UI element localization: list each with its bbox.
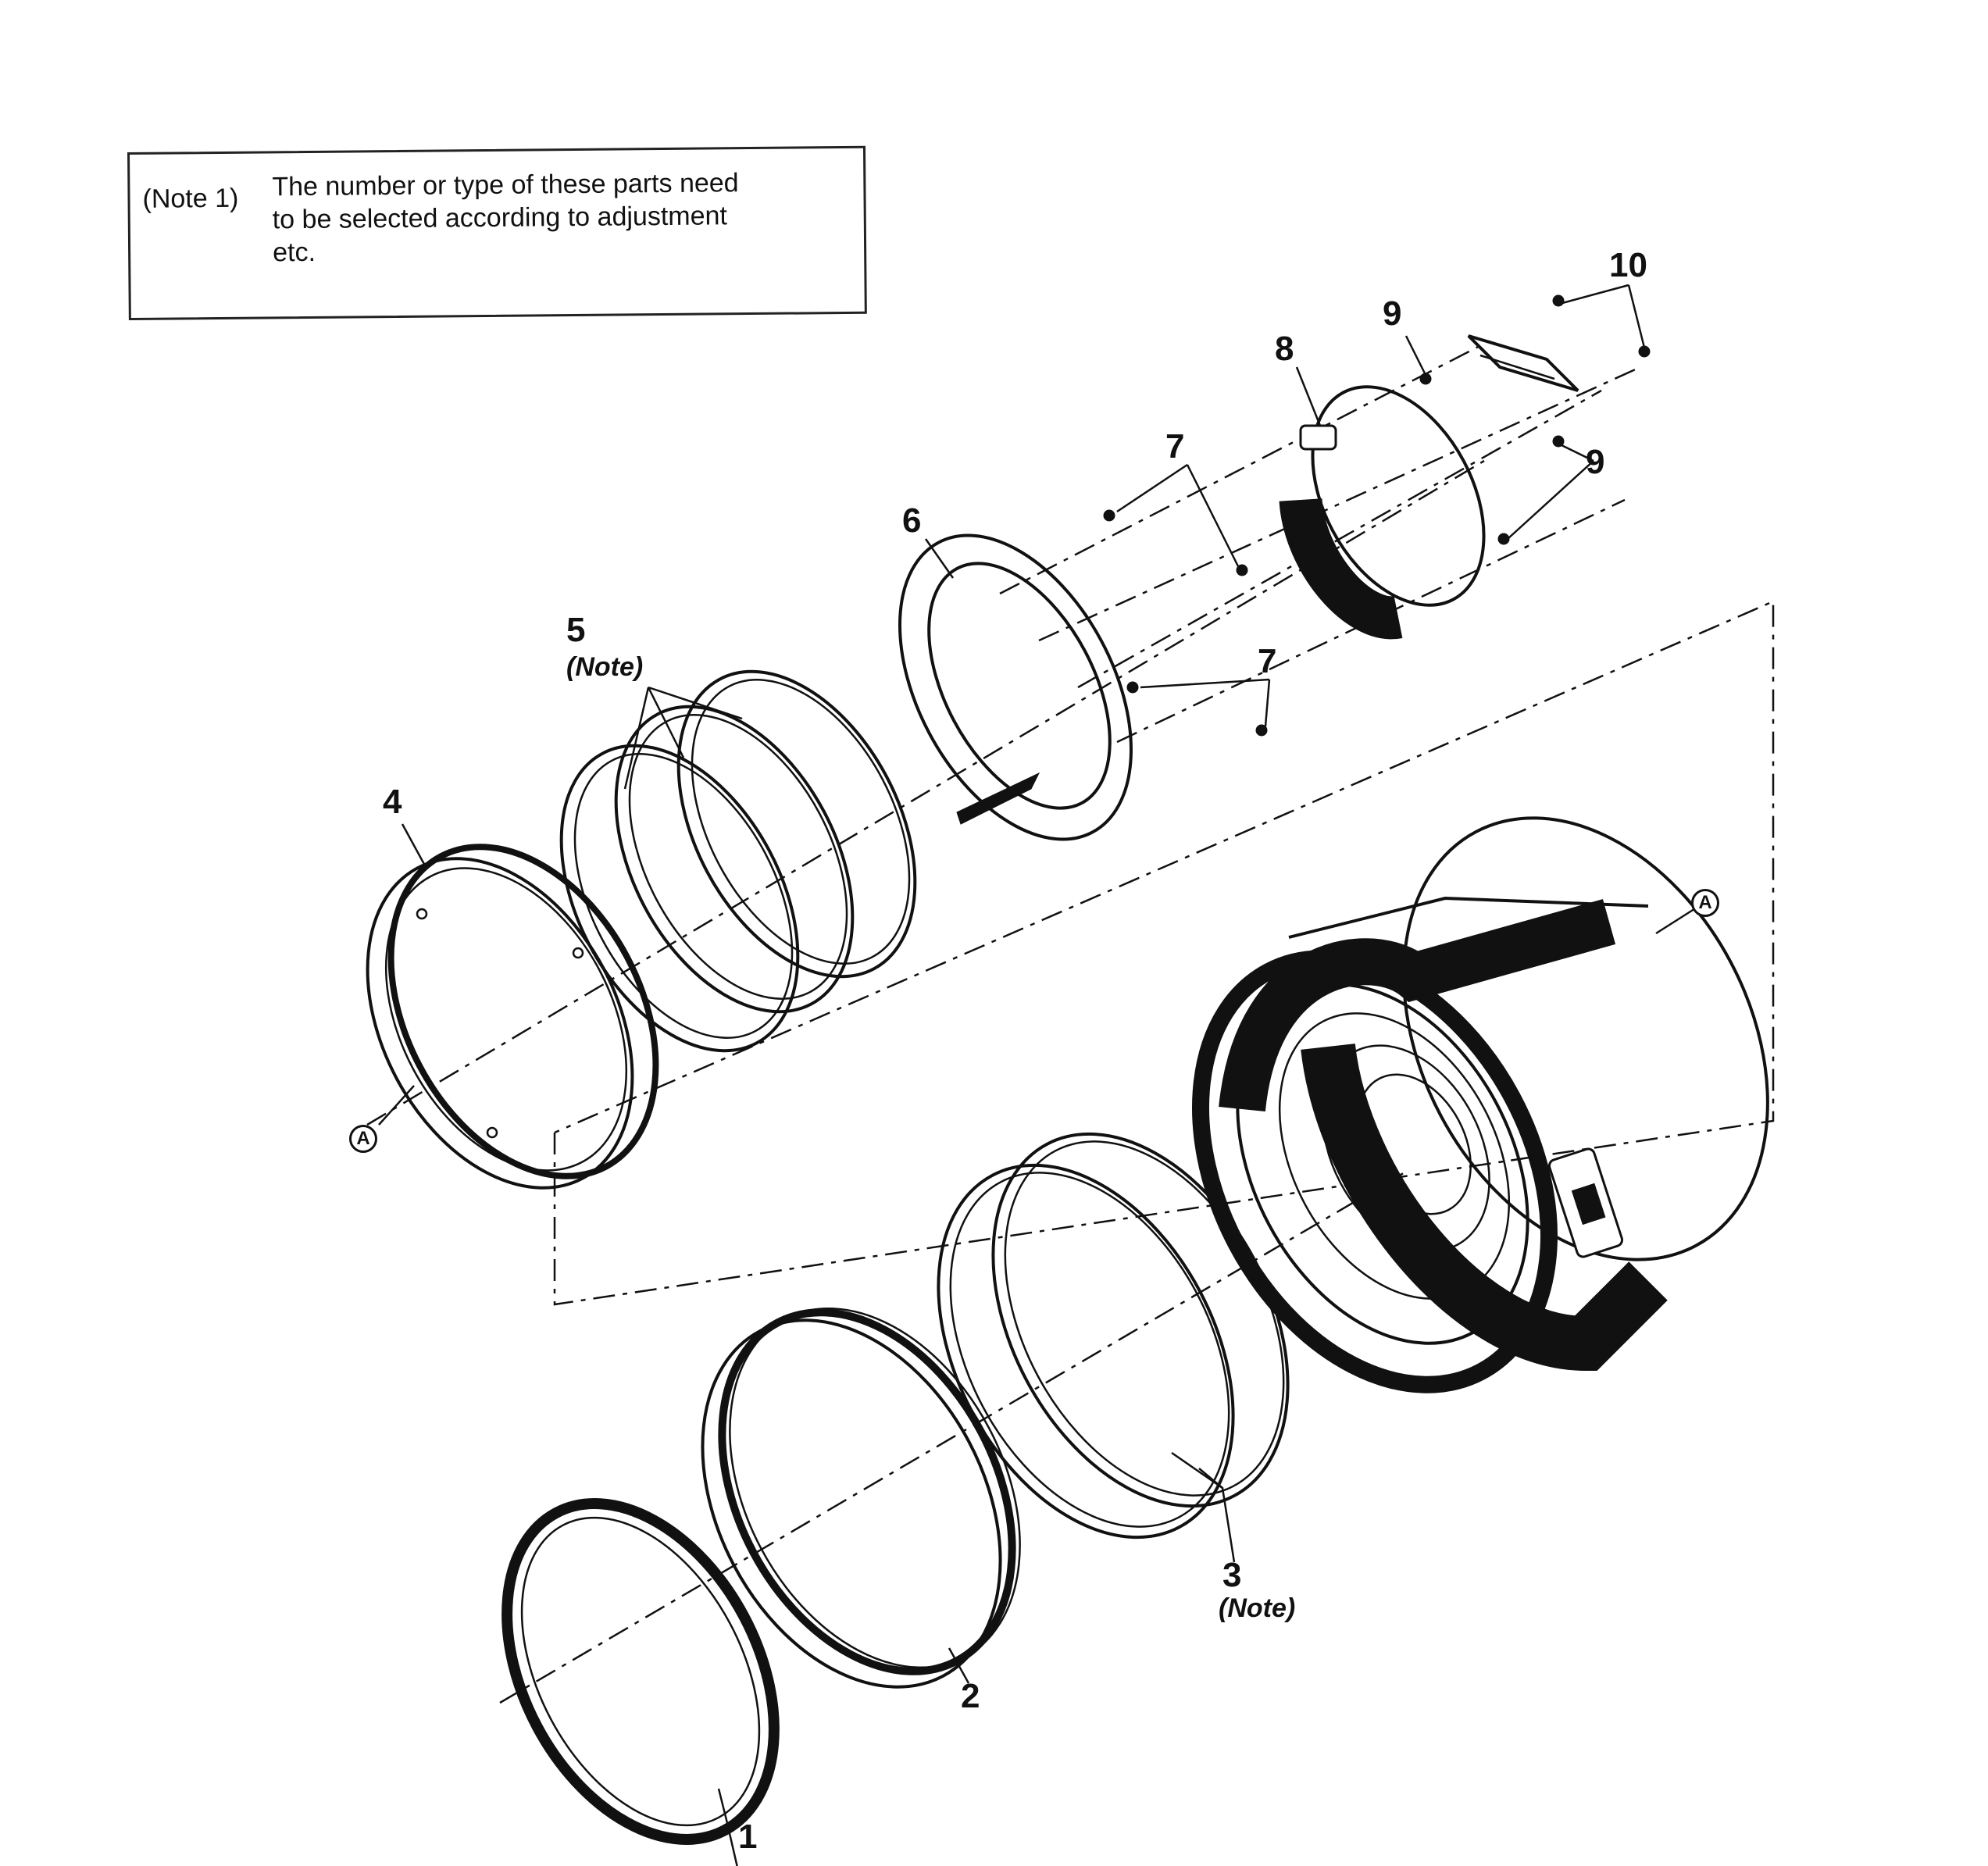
callout-part-10: 10 bbox=[1609, 246, 1647, 284]
lens-barrel-body bbox=[1192, 816, 1769, 1393]
note-tag: (Note 1) bbox=[142, 183, 239, 214]
note-text-line-2: to be selected according to adjustment bbox=[272, 201, 728, 235]
callout-part-3-note: (Note) bbox=[1219, 1593, 1296, 1623]
screw-9-upper bbox=[1419, 373, 1432, 385]
part-2-plate-ring bbox=[701, 1307, 1021, 1689]
part-1-front-ring bbox=[501, 1498, 780, 1845]
callout-part-4: 4 bbox=[383, 783, 402, 821]
part-5-spacer-rings bbox=[559, 669, 917, 1053]
screw-7-upper-a bbox=[1103, 509, 1115, 522]
part-4-mount-ring bbox=[366, 844, 659, 1190]
part-3-shim-rings bbox=[937, 1132, 1290, 1540]
callout-part-5-note: (Note) bbox=[566, 652, 644, 682]
part-8-rear-cylinder bbox=[1279, 385, 1486, 640]
assembly-axis-lines bbox=[366, 342, 1775, 1704]
screws bbox=[1103, 294, 1651, 737]
callout-part-8: 8 bbox=[1275, 330, 1294, 368]
note-box: (Note 1) The number or type of these par… bbox=[127, 145, 867, 320]
callout-part-6: 6 bbox=[902, 501, 922, 540]
part-6-bayonet-plate bbox=[898, 533, 1133, 841]
screw-7-upper-b bbox=[1236, 564, 1248, 576]
reference-mark-a-right: A bbox=[1691, 889, 1719, 917]
callout-part-3: 3 bbox=[1222, 1556, 1242, 1594]
leader-lines bbox=[378, 284, 1700, 1866]
note-text-line-3: etc. bbox=[272, 237, 316, 268]
note-text-line-1: The number or type of these parts need bbox=[272, 168, 739, 202]
screw-9-lower-b bbox=[1497, 533, 1510, 545]
part-10-bracket bbox=[1467, 334, 1579, 392]
callout-part-7-lower: 7 bbox=[1258, 642, 1277, 680]
screw-10-a bbox=[1552, 294, 1565, 307]
callout-part-7-upper: 7 bbox=[1165, 427, 1185, 466]
callout-part-9-upper: 9 bbox=[1383, 294, 1402, 333]
callout-part-5: 5 bbox=[566, 611, 586, 649]
screw-10-b bbox=[1638, 345, 1651, 358]
screw-7-lower-b bbox=[1255, 724, 1268, 737]
screw-7-lower-a bbox=[1126, 681, 1139, 694]
callout-part-1: 1 bbox=[738, 1818, 758, 1856]
callout-part-9-lower: 9 bbox=[1586, 443, 1605, 481]
callout-part-2: 2 bbox=[961, 1677, 980, 1715]
note-text: The number or type of these parts need t… bbox=[272, 166, 851, 269]
reference-mark-a-left: A bbox=[349, 1125, 377, 1153]
